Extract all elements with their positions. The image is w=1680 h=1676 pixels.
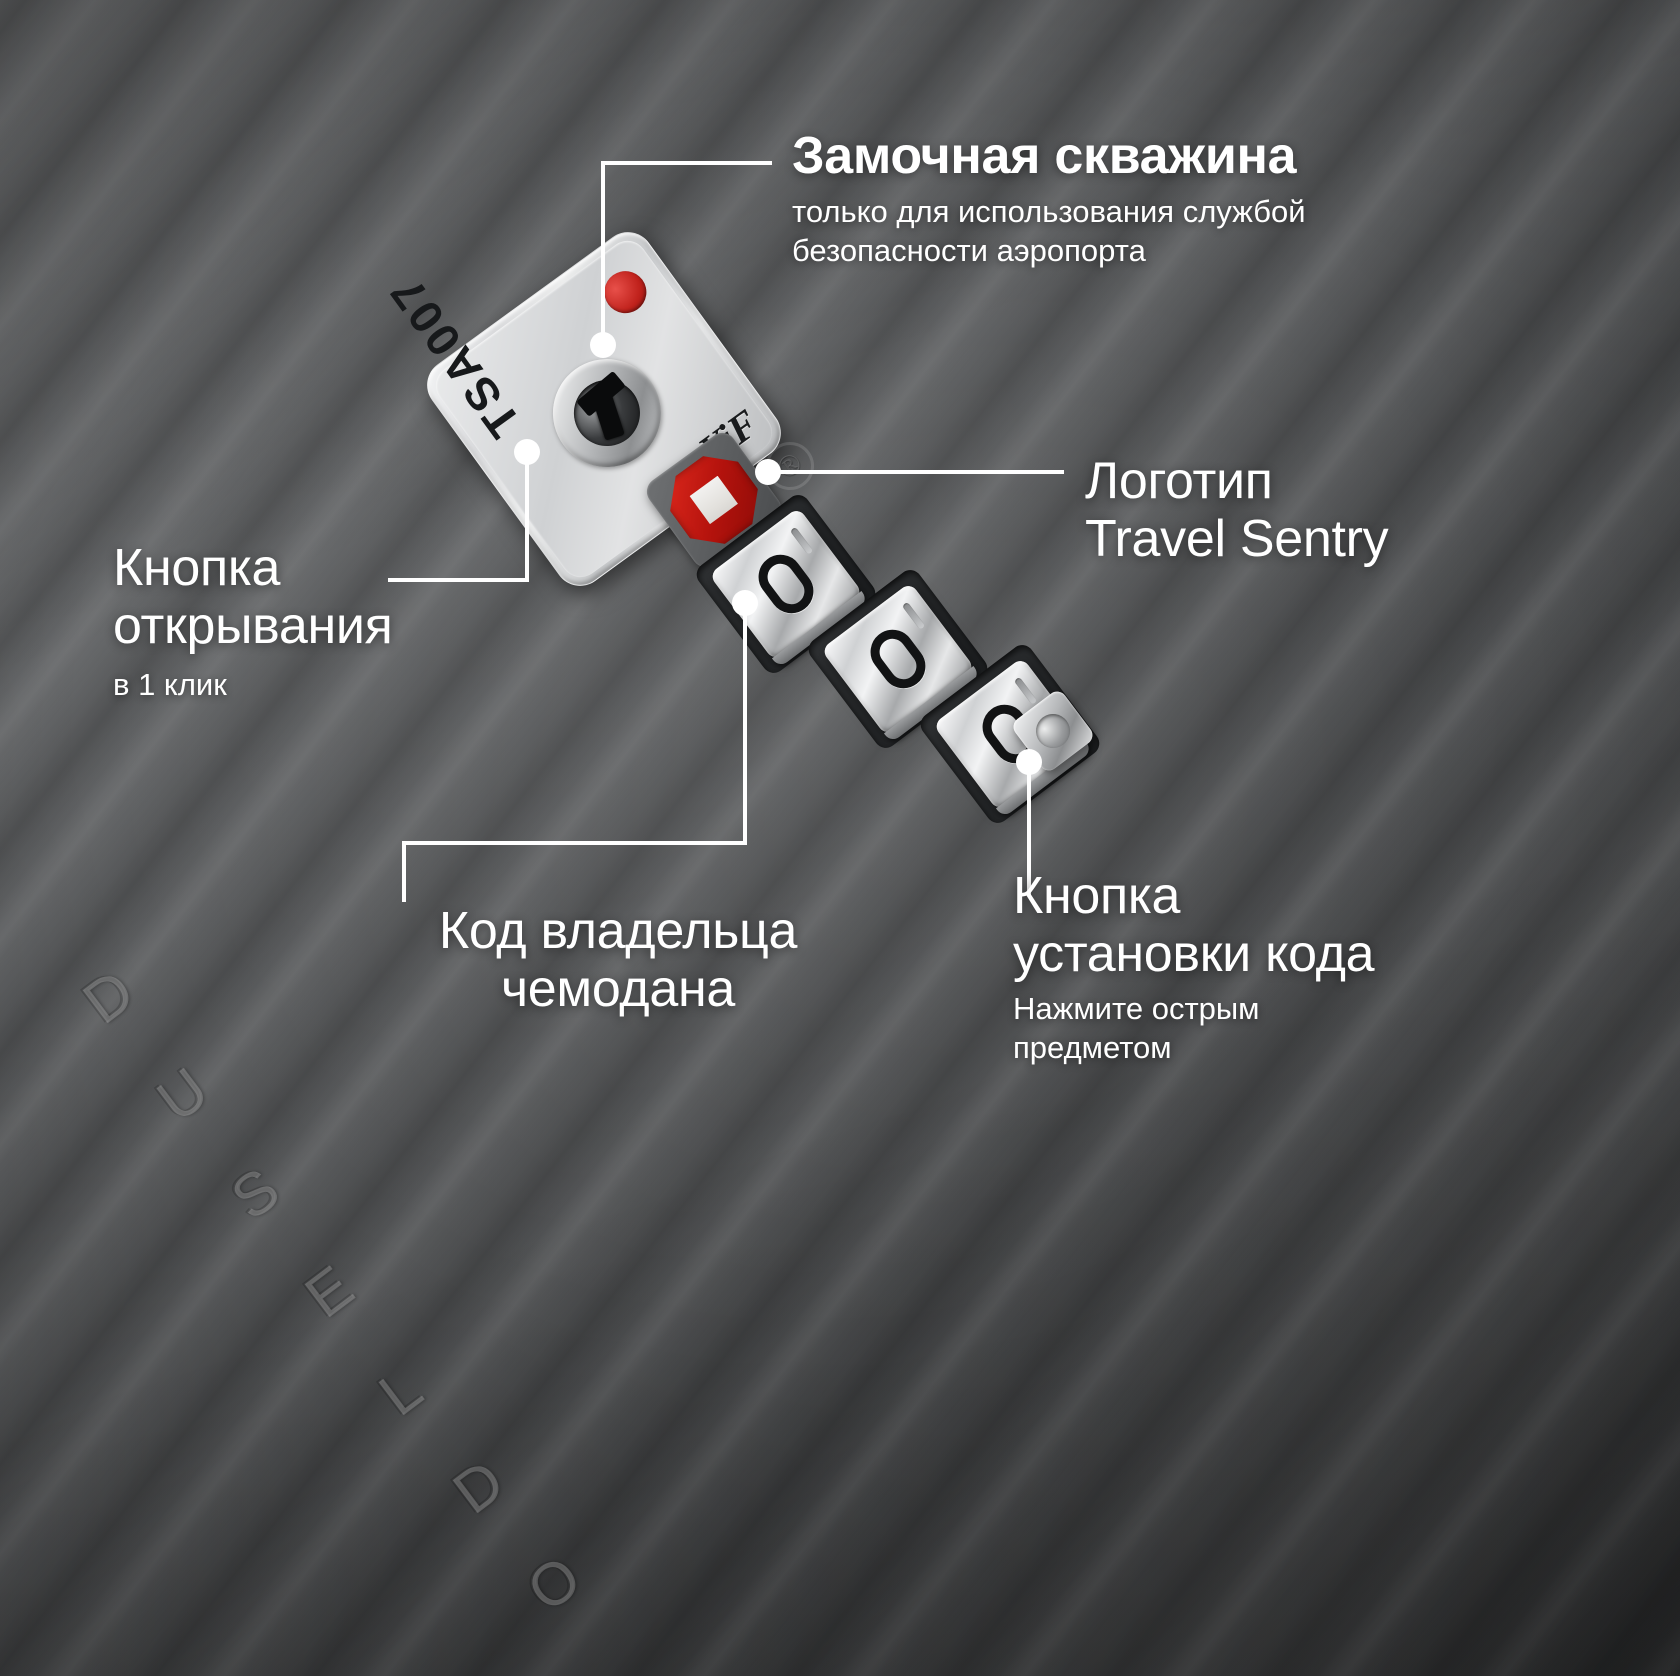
embossed-letter: D	[439, 1445, 517, 1527]
embossed-letter: O	[513, 1541, 594, 1625]
dial-digit-2	[861, 621, 935, 697]
callout-reset-button-title: Кнопка установки кода	[1013, 867, 1375, 983]
dial-tick-1	[789, 526, 814, 555]
callout-open-button-title: Кнопка открывания	[113, 539, 393, 655]
embossed-letter: D	[69, 955, 147, 1037]
callout-travel-sentry-logo: Логотип Travel Sentry	[1085, 452, 1585, 568]
callout-keyhole-title: Замочная скважина	[792, 127, 1297, 185]
callout-keyhole-subtitle: только для использования службой безопас…	[792, 193, 1306, 268]
callout-owner-code: Код владельца чемодана	[378, 902, 858, 1018]
callout-keyhole: Замочная скважина только для использован…	[792, 127, 1492, 270]
callout-reset-button-subtitle: Нажмите острым предметом	[1013, 991, 1260, 1066]
keyhole-slot	[590, 387, 625, 441]
callout-logo-title: Логотип Travel Sentry	[1085, 452, 1389, 568]
dial-tick-2	[901, 601, 926, 630]
tsa-lock-assembly: TSA007 YiF ®	[379, 221, 1150, 870]
callout-owner-code-title: Код владельца чемодана	[438, 902, 798, 1018]
embossed-letter: L	[365, 1353, 435, 1429]
embossed-letter: S	[217, 1153, 292, 1233]
embossed-letter: U	[143, 1053, 221, 1135]
callout-open-button: Кнопка открывания в 1 клик	[113, 539, 533, 704]
embossed-letter: E	[291, 1251, 366, 1331]
dial-digit-1	[749, 546, 823, 622]
callout-reset-button: Кнопка установки кода Нажмите острым пре…	[1013, 867, 1533, 1068]
callout-open-button-subtitle: в 1 клик	[113, 667, 227, 703]
dial-tick-3	[1013, 676, 1038, 705]
